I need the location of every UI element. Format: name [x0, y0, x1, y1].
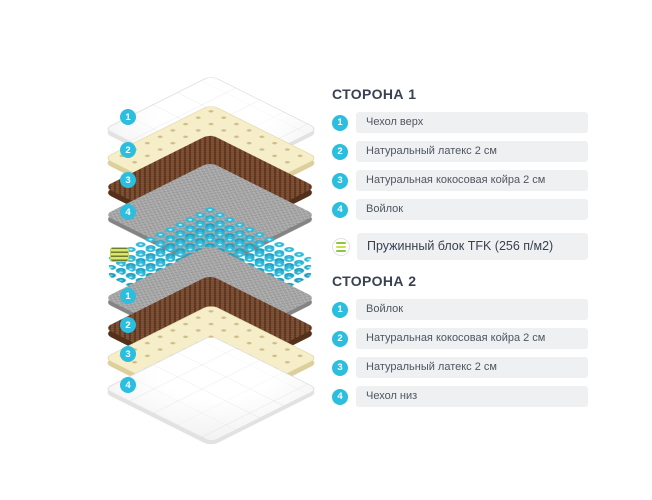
item-label: Войлок: [356, 199, 588, 220]
item-label: Натуральный латекс 2 см: [356, 141, 588, 162]
layer-number-badge: 4: [120, 204, 136, 220]
layer-number-badge: 2: [120, 317, 136, 333]
legend-row: 2 Натуральная кокосовая койра 2 см: [332, 328, 588, 349]
legend-panel: СТОРОНА 1 1 Чехол верх 2 Натуральный лат…: [332, 86, 588, 415]
layer-number-badge: 2: [120, 142, 136, 158]
side2-heading: СТОРОНА 2: [332, 273, 417, 289]
legend-row: 2 Натуральный латекс 2 см: [332, 141, 588, 162]
legend-row: 4 Чехол низ: [332, 386, 588, 407]
spring-block-row: Пружинный блок TFK (256 п/м2): [332, 233, 588, 260]
layer-number-badge: 4: [120, 377, 136, 393]
item-number-badge: 4: [332, 388, 348, 405]
item-label: Чехол низ: [356, 386, 588, 407]
spring-tag-icon: [110, 247, 129, 262]
spring-block-label: Пружинный блок TFK (256 п/м2): [357, 233, 588, 260]
item-label: Натуральный латекс 2 см: [356, 357, 588, 378]
item-number-badge: 2: [332, 330, 348, 347]
item-number-badge: 1: [332, 301, 348, 318]
item-label: Натуральная кокосовая койра 2 см: [356, 328, 588, 349]
layer-number-badge: 3: [120, 172, 136, 188]
legend-row: 4 Войлок: [332, 199, 588, 220]
exploded-layer-diagram: 1 2 3 4 1 2 3 4: [103, 75, 319, 443]
legend-row: 1 Чехол верх: [332, 112, 588, 133]
legend-row: 3 Натуральная кокосовая койра 2 см: [332, 170, 588, 191]
item-number-badge: 4: [332, 201, 348, 218]
layer-number-badge: 1: [120, 109, 136, 125]
legend-row: 3 Натуральный латекс 2 см: [332, 357, 588, 378]
item-number-badge: 2: [332, 143, 348, 160]
spring-coil-icon: [332, 237, 350, 256]
layer-cover-bottom: [103, 335, 319, 443]
side1-heading: СТОРОНА 1: [332, 86, 417, 102]
item-number-badge: 1: [332, 114, 348, 131]
layer-number-badge: 3: [120, 346, 136, 362]
item-number-badge: 3: [332, 172, 348, 189]
legend-row: 1 Войлок: [332, 299, 588, 320]
layer-number-badge: 1: [120, 288, 136, 304]
item-label: Чехол верх: [356, 112, 588, 133]
item-label: Натуральная кокосовая койра 2 см: [356, 170, 588, 191]
item-label: Войлок: [356, 299, 588, 320]
item-number-badge: 3: [332, 359, 348, 376]
